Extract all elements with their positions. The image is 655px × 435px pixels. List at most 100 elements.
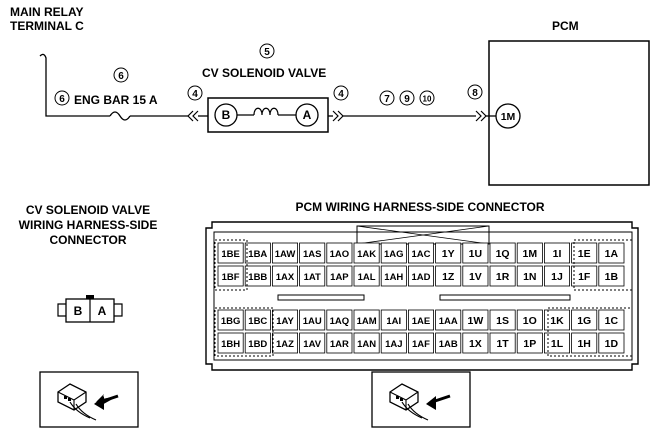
callout-5: 5 (259, 43, 275, 59)
pcm-pin-label-1c: 1C (605, 315, 619, 327)
pcm-pin-label-1d: 1D (605, 338, 619, 350)
pcm-pin-label-1m: 1M (523, 248, 538, 260)
pcm-pin-cell (244, 332, 271, 354)
pcm-pin-cell (571, 242, 598, 264)
pcm-pin-label-1ap: 1AP (330, 272, 349, 283)
pcm-pin-cell (489, 332, 516, 354)
pcm-pin-cell (299, 242, 326, 264)
pcm-pin-label-1bb: 1BB (248, 272, 267, 283)
pcm-pin-label-1h: 1H (577, 338, 590, 350)
probe-icon-left (39, 371, 139, 428)
main-relay-label-1: MAIN RELAY (10, 5, 84, 19)
pcm-pin-cell (462, 265, 489, 287)
pcm-pin-cell (598, 332, 625, 354)
pcm-pin-label-1aj: 1AJ (385, 339, 402, 350)
pcm-pin-cell (489, 309, 516, 331)
pcm-pin-cell (271, 265, 298, 287)
pcm-pin-label-1au: 1AU (303, 316, 322, 327)
pcm-pin-label-1aq: 1AQ (330, 316, 350, 327)
pcm-pin-cell (598, 309, 625, 331)
pcm-pin-label: 1M (501, 111, 516, 123)
pcm-pin-label-1z: 1Z (442, 271, 455, 283)
relay-wire (39, 53, 110, 117)
pcm-pin-label-1f: 1F (578, 271, 591, 283)
pcm-pin-cell (217, 265, 244, 287)
pcm-pin-cell (244, 242, 271, 264)
callout-6b: 6 (113, 67, 129, 83)
valve-pin-b-label: B (222, 108, 231, 122)
pcm-pin-label-1j: 1J (551, 271, 563, 283)
pcm-pin-label-1e: 1E (578, 248, 591, 260)
pcm-pin-cell (435, 265, 462, 287)
pcm-pin-cell (407, 242, 434, 264)
probe-icon-right (371, 371, 471, 428)
cv-connector-pin-a: A (98, 304, 107, 318)
pcm-pin-label-1l: 1L (551, 338, 564, 350)
pcm-pin-cell (244, 309, 271, 331)
pcm-pin-cell (544, 242, 571, 264)
pcm-pin-cell (516, 242, 543, 264)
pcm-pin-label-1ac: 1AC (411, 249, 430, 260)
pcm-pin-cell (326, 309, 353, 331)
pcm-pin-cell (271, 332, 298, 354)
pcm-pin-cell (462, 309, 489, 331)
pcm-pin-cell (544, 309, 571, 331)
pcm-pin-label-1v: 1V (469, 271, 482, 283)
pcm-pin-cell (326, 332, 353, 354)
pcm-pin-cell (571, 332, 598, 354)
pcm-pin-label-1p: 1P (523, 338, 536, 350)
pcm-pin-label-1bf: 1BF (222, 272, 240, 283)
pcm-pin-circle (495, 103, 521, 129)
pcm-pin-label-1i: 1I (553, 248, 562, 260)
pcm-pin-cell (598, 265, 625, 287)
pcm-pin-label-1ao: 1AO (330, 249, 350, 260)
callout-7: 7 (379, 90, 395, 106)
pcm-pin-label-1q: 1Q (496, 248, 510, 260)
pcm-pin-cell (380, 242, 407, 264)
pcm-pin-label-1aw: 1AW (275, 249, 296, 260)
pcm-pin-cell (489, 265, 516, 287)
svg-text:8: 8 (472, 88, 478, 99)
callout-4b: 4 (333, 85, 349, 101)
valve-title: CV SOLENOID VALVE (202, 66, 326, 80)
pcm-pin-cell (489, 242, 516, 264)
pcm-pin-label-1ar: 1AR (330, 339, 349, 350)
pcm-label: PCM (552, 19, 579, 33)
svg-text:9: 9 (404, 94, 410, 105)
callout-4a: 4 (187, 85, 203, 101)
solenoid-coil-icon (253, 107, 279, 116)
pcm-pin-label-1an: 1AN (357, 339, 376, 350)
pcm-pin-label-1ae: 1AE (412, 316, 430, 327)
pcm-pin-cell (353, 242, 380, 264)
pcm-pin-label-1aa: 1AA (439, 316, 458, 327)
cv-connector-face: B A (57, 295, 123, 323)
pcm-pin-label-1y: 1Y (442, 248, 455, 260)
pcm-pin-label-1at: 1AT (304, 272, 321, 283)
pcm-pin-label-1ah: 1AH (384, 272, 403, 283)
pcm-pin-cell (380, 265, 407, 287)
pcm-pin-cell (380, 309, 407, 331)
pcm-pin-cell (353, 332, 380, 354)
pcm-pin-cell (271, 309, 298, 331)
svg-text:6: 6 (59, 94, 65, 105)
pcm-pin-label-1w: 1W (468, 315, 484, 327)
pcm-pin-cell (299, 309, 326, 331)
pcm-pin-cell (544, 332, 571, 354)
pcm-pin-label-1ab: 1AB (439, 339, 458, 350)
pcm-pin-label-1r: 1R (496, 271, 510, 283)
pcm-pin-cell (435, 309, 462, 331)
pcm-pin-cell (244, 265, 271, 287)
pcm-pin-cell (516, 309, 543, 331)
pcm-pin-label-1al: 1AL (358, 272, 376, 283)
pcm-pin-label-1n: 1N (523, 271, 536, 283)
pcm-pin-cell (380, 332, 407, 354)
callout-10: 10 (419, 90, 435, 106)
pcm-pin-label-1ak: 1AK (357, 249, 376, 260)
valve-pin-a-label: A (303, 108, 312, 122)
pcm-pin-label-1ax: 1AX (276, 272, 295, 283)
pcm-pin-cell (435, 332, 462, 354)
pcm-pin-label-1ag: 1AG (384, 249, 404, 260)
pcm-pin-label-1k: 1K (550, 315, 564, 327)
